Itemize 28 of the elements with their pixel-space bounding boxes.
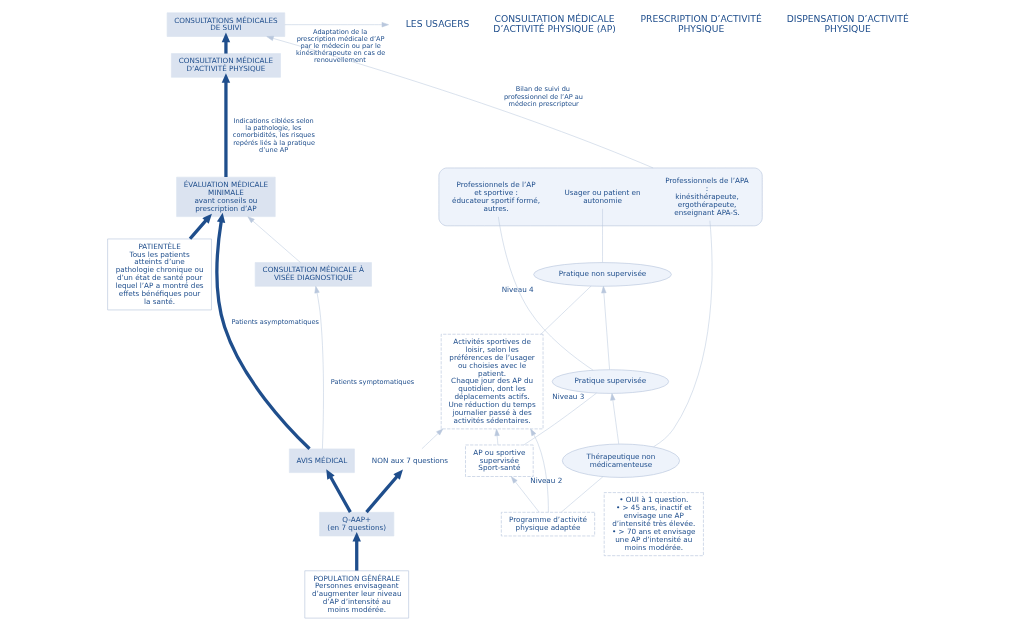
connector: [560, 476, 604, 513]
connector: [540, 285, 592, 335]
arrow: [215, 212, 311, 450]
arrow: [314, 286, 324, 449]
arrow: [284, 22, 389, 28]
arrow: [365, 469, 403, 514]
arrow: [610, 393, 620, 445]
arrow: [494, 428, 500, 446]
label: LES USAGERS: [405, 18, 470, 30]
arrow: [221, 32, 231, 54]
arrow: [601, 286, 610, 370]
label: PRESCRIPTION D’ACTIVITÉ PHYSIQUE: [640, 13, 762, 35]
arrow: [511, 476, 540, 513]
label: DISPENSATION D’ACTIVITÉ PHYSIQUE: [786, 13, 909, 35]
arrow: [421, 428, 444, 450]
connector: [523, 392, 597, 446]
arrow: [266, 35, 654, 169]
arrow: [530, 428, 549, 513]
arrow: [247, 216, 301, 263]
cluster: [438, 167, 763, 227]
arrow: [221, 73, 231, 177]
arrow: [326, 469, 352, 513]
arrow: [352, 531, 361, 571]
arrow: [188, 213, 212, 240]
connector: [653, 220, 713, 448]
connector: [498, 216, 594, 371]
label: CONSULTATION MÉDICALE D’ACTIVITÉ PHYSIQUE (AP): [493, 13, 616, 35]
connector: [602, 208, 603, 263]
